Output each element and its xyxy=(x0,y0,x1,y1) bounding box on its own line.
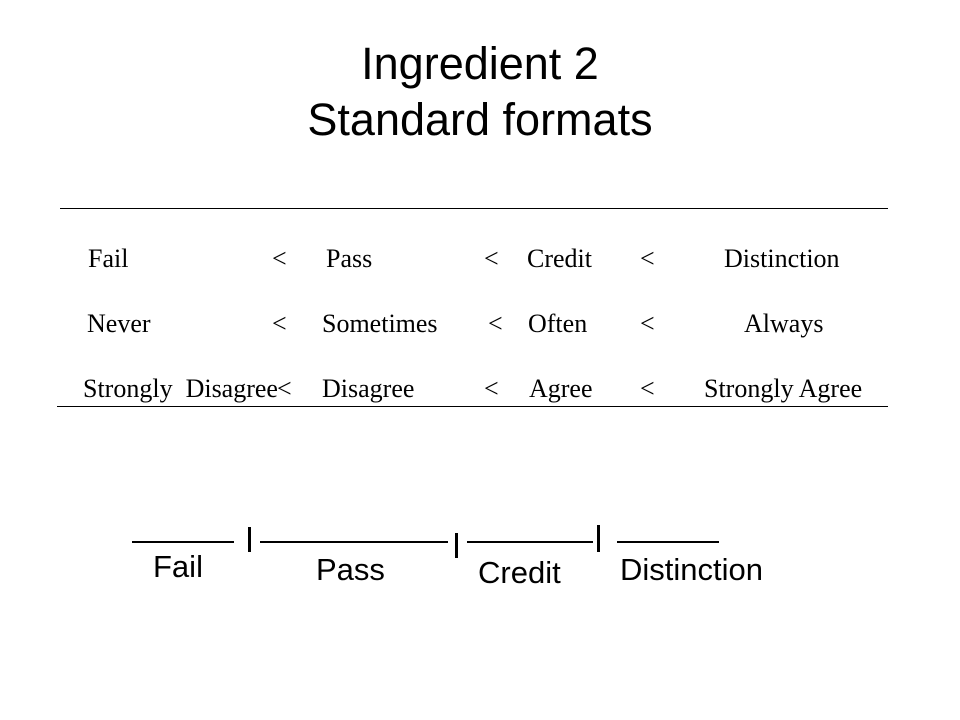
table-cell: Strongly Disagree xyxy=(83,374,278,403)
table-cell: Never xyxy=(87,309,151,338)
less-than-symbol: < xyxy=(640,374,655,403)
less-than-symbol: < xyxy=(640,309,655,338)
scale-label-distinction: Distinction xyxy=(620,552,763,587)
title-line-2: Standard formats xyxy=(307,94,653,145)
scale-segment xyxy=(617,541,719,543)
table-bottom-rule xyxy=(57,406,888,407)
less-than-symbol: < xyxy=(484,374,499,403)
table-cell: Sometimes xyxy=(322,309,438,338)
scale-segment xyxy=(467,541,593,543)
scale-label-fail: Fail xyxy=(153,549,203,584)
scale-tick xyxy=(455,533,458,558)
scale-segment xyxy=(132,541,234,543)
table-top-rule xyxy=(60,208,888,209)
table-cell: Agree xyxy=(529,374,593,403)
title-line-1: Ingredient 2 xyxy=(361,38,599,89)
table-cell: Often xyxy=(528,309,588,338)
less-than-symbol: < xyxy=(272,244,287,273)
less-than-symbol: < xyxy=(484,244,499,273)
scale-tick xyxy=(248,527,251,552)
scale-label-credit: Credit xyxy=(478,555,561,590)
table-cell: Disagree xyxy=(322,374,415,403)
less-than-symbol: < xyxy=(272,309,287,338)
less-than-symbol: < xyxy=(488,309,503,338)
less-than-symbol: < xyxy=(277,374,292,403)
table-cell: Distinction xyxy=(724,244,840,273)
table-cell: Pass xyxy=(326,244,373,273)
scale-label-pass: Pass xyxy=(316,552,385,587)
table-cell: Fail xyxy=(88,244,129,273)
table-cell: Credit xyxy=(527,244,592,273)
slide-title: Ingredient 2 Standard formats xyxy=(0,36,960,148)
scale-tick xyxy=(597,525,600,552)
table-cell: Strongly Agree xyxy=(704,374,863,403)
less-than-symbol: < xyxy=(640,244,655,273)
table-cell: Always xyxy=(744,309,824,338)
scale-segment xyxy=(260,541,448,543)
